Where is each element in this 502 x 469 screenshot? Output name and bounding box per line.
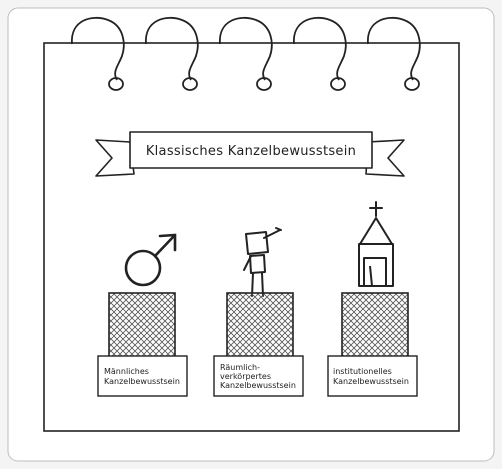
pedestal-label-line: verkörpertes xyxy=(220,372,271,381)
svg-text:Räumlich- verkörpertes: Räumlich- verkörpertes Kanzelbewusstsein xyxy=(220,363,296,390)
person-figure-icon xyxy=(243,227,282,297)
church-icon xyxy=(358,201,394,287)
spiral-ring-icon xyxy=(219,16,273,91)
pedestal-block xyxy=(341,292,409,364)
pedestal-label-line: Männliches xyxy=(104,367,149,376)
spiral-binding xyxy=(71,16,421,91)
male-symbol-icon xyxy=(124,233,177,287)
pedestal-2: Räumlich- verkörpertes Kanzelbewusstsein xyxy=(213,292,304,397)
svg-text:Männliches Kanzelbewusst: Männliches Kanzelbewusstsein xyxy=(104,367,180,386)
pedestal-label-box xyxy=(97,355,188,397)
pedestal-label-line: Kanzelbewusstsein xyxy=(104,377,180,386)
pedestal-label-line: Kanzelbewusstsein xyxy=(220,381,296,390)
pedestal-label-line: Kanzelbewusstsein xyxy=(333,377,409,386)
pedestal-3: institutionelles Kanzelbewusstsein xyxy=(327,292,418,397)
pedestal-block xyxy=(108,292,176,364)
banner-body xyxy=(129,131,373,169)
spiral-ring-icon xyxy=(367,16,421,91)
title-banner xyxy=(95,131,405,177)
pedestal-label-line: Räumlich- xyxy=(220,363,260,372)
pedestal-label-line: institutionelles xyxy=(333,367,392,376)
spiral-ring-icon xyxy=(293,16,347,91)
pedestal-1: Männliches Kanzelbewusstsein xyxy=(97,292,188,397)
pedestal-block xyxy=(226,292,294,364)
pedestal-label-box xyxy=(327,355,418,397)
spiral-ring-icon xyxy=(71,16,125,91)
pedestal-label-box xyxy=(213,355,304,397)
svg-text:institutionelles Kanzelb: institutionelles Kanzelbewusstsein xyxy=(333,367,409,386)
banner-title: Klassisches Kanzelbewusstsein xyxy=(146,144,356,159)
spiral-ring-icon xyxy=(145,16,199,91)
